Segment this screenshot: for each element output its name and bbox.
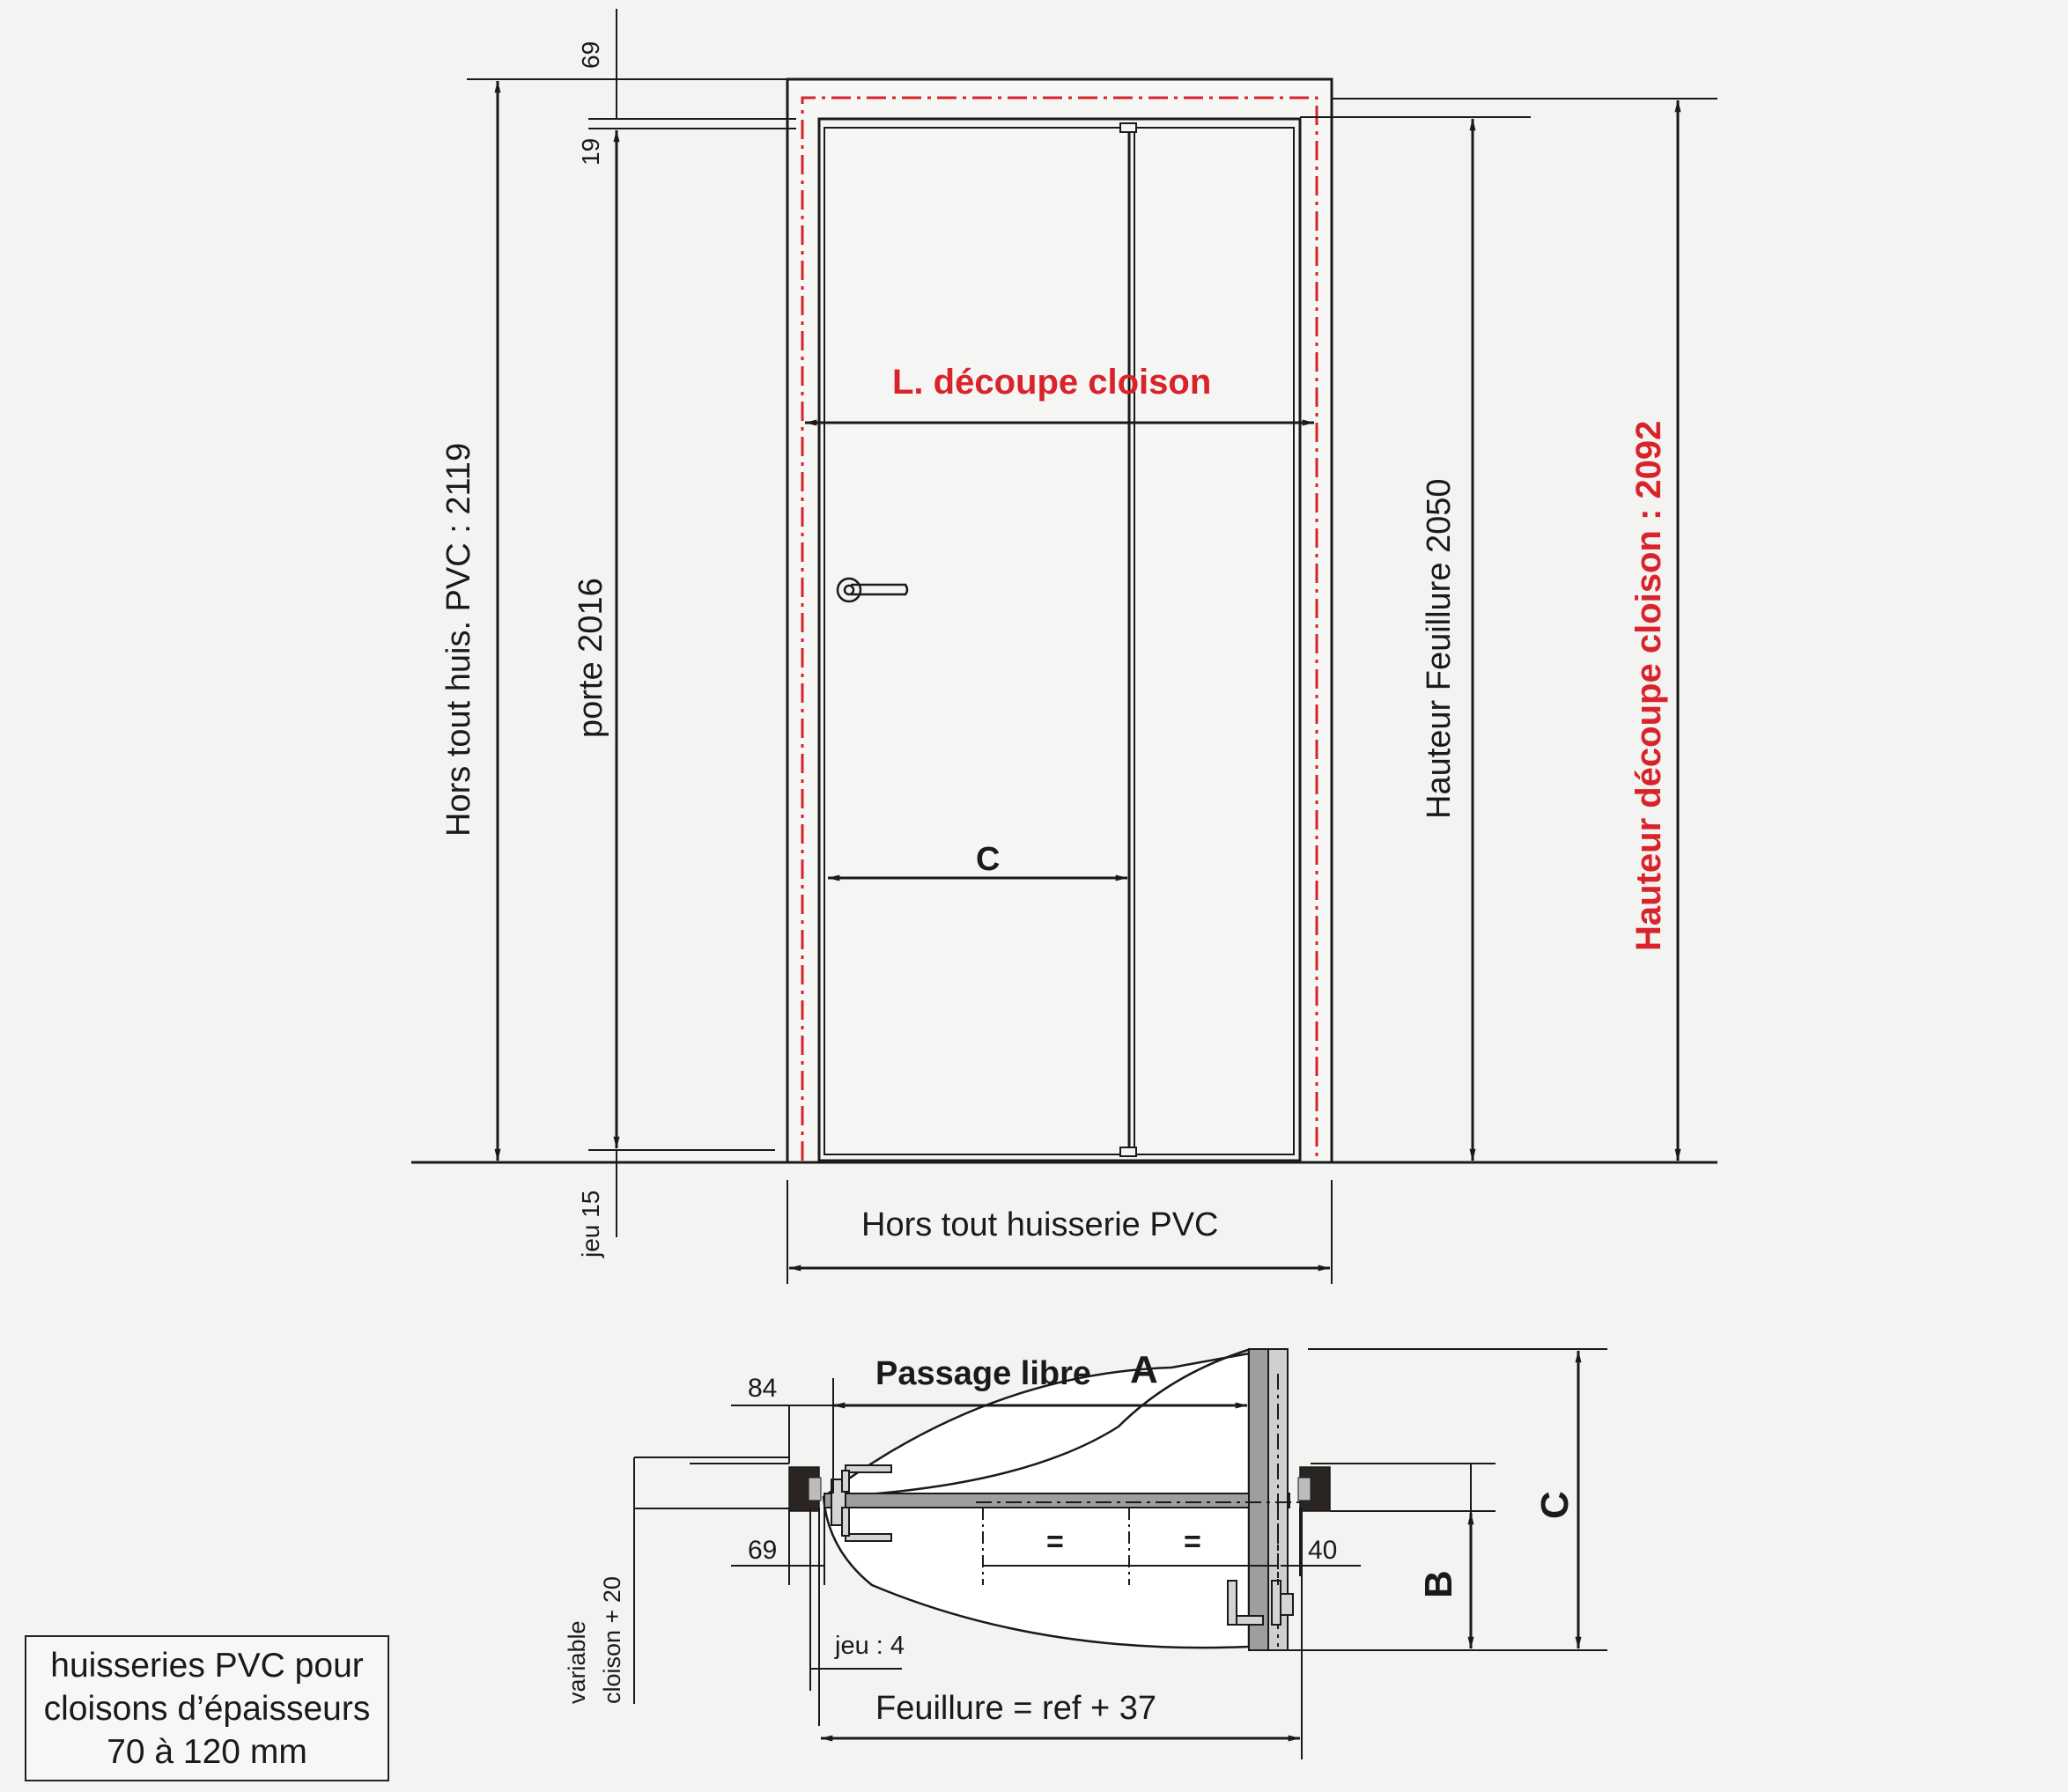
door-handle-icon xyxy=(836,577,909,603)
hinge-bottom xyxy=(1119,1147,1137,1157)
b-label: B xyxy=(1417,1570,1460,1598)
dim-69-label: 69 xyxy=(577,41,604,69)
dim-jeu15-label: jeu 15 xyxy=(577,1191,604,1258)
swing-arc-upper xyxy=(823,1347,1252,1499)
dim-19-label: 19 xyxy=(577,138,604,166)
dim-69-plan-label: 69 xyxy=(748,1536,777,1565)
door-leaf-closed xyxy=(824,1493,1259,1508)
porte-label: porte 2016 xyxy=(572,578,609,738)
hauteur-decoupe-label: Hauteur découpe cloison : 2092 xyxy=(1629,421,1668,951)
jeu4-label: jeu : 4 xyxy=(834,1632,905,1660)
note-line-2: cloisons d’épaisseurs xyxy=(43,1689,371,1728)
door-leaf-open xyxy=(1248,1348,1269,1651)
passage-libre-label: Passage libre xyxy=(875,1355,1091,1392)
cloison-plus-20-label: cloison + 20 xyxy=(599,1576,625,1704)
c-elevation-label: C xyxy=(976,841,1000,878)
frame-gasket-right xyxy=(1297,1477,1311,1501)
feuillure-plan-label: Feuillure = ref + 37 xyxy=(875,1690,1156,1727)
dim-84-label: 84 xyxy=(748,1374,777,1403)
frame-gasket-left xyxy=(808,1477,822,1501)
handle-plan-icon xyxy=(831,1464,892,1542)
door-leaf-secondary xyxy=(1134,127,1295,1155)
variable-label: variable xyxy=(564,1620,590,1704)
door-leaf-main xyxy=(824,127,1130,1155)
hauteur-feuillure-label: Hauteur Feuillure 2050 xyxy=(1421,478,1458,819)
equal-label-2: = xyxy=(1184,1525,1201,1559)
note-line-1: huisseries PVC pour xyxy=(50,1646,364,1685)
note-line-3: 70 à 120 mm xyxy=(107,1732,307,1771)
hors-tout-pvc-label: Hors tout huisserie PVC xyxy=(861,1206,1219,1243)
equal-label-1: = xyxy=(1046,1525,1064,1559)
dim-40-label: 40 xyxy=(1308,1536,1337,1565)
c-plan-label: C xyxy=(1533,1491,1577,1519)
note-box: huisseries PVC pour cloisons d’épaisseur… xyxy=(25,1635,389,1781)
door-elevation xyxy=(411,9,1717,1284)
hinge-plan-icon xyxy=(1227,1580,1294,1626)
a-label: A xyxy=(1130,1348,1158,1391)
hinge-top xyxy=(1119,122,1137,133)
cut-line xyxy=(801,96,1318,1161)
l-decoupe-label: L. découpe cloison xyxy=(892,363,1211,402)
hors-tout-huis-label: Hors tout huis. PVC : 2119 xyxy=(440,443,477,837)
plan-section xyxy=(633,1347,1607,1759)
